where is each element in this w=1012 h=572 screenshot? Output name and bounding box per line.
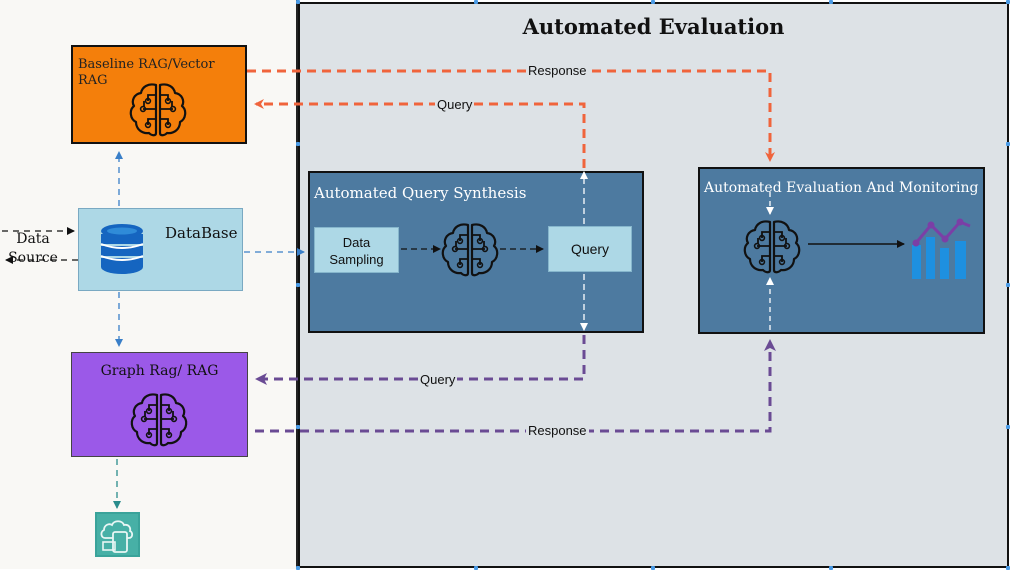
response-bottom-edge xyxy=(255,339,776,433)
selection-handle[interactable] xyxy=(829,0,833,4)
selection-handle[interactable] xyxy=(651,0,655,4)
selection-handle[interactable] xyxy=(296,142,300,146)
database-label: DataBase xyxy=(165,224,238,242)
data-sampling-node[interactable]: Data Sampling xyxy=(314,227,399,273)
query-node[interactable]: Query xyxy=(548,226,632,272)
baseline-brain-icon xyxy=(129,83,187,137)
monitor-brain-icon xyxy=(743,220,801,274)
data-source-label: Data Source xyxy=(8,231,58,266)
selection-handle[interactable] xyxy=(651,566,655,570)
baseline-rag-label: Baseline RAG/Vector RAG xyxy=(78,57,215,88)
evaluation-monitoring-label: Automated Evaluation And Monitoring xyxy=(704,180,979,196)
selection-handle[interactable] xyxy=(1006,566,1010,570)
selection-handle[interactable] xyxy=(296,566,300,570)
query-top-edge xyxy=(254,99,586,168)
cloud-device-icon xyxy=(95,512,140,557)
chart-icon xyxy=(912,218,971,279)
response-top-edge xyxy=(247,69,775,162)
selection-handle[interactable] xyxy=(474,566,478,570)
diagram-title: Automated Evaluation xyxy=(522,14,785,39)
query-bottom-edge xyxy=(255,335,586,385)
selection-handle[interactable] xyxy=(1006,0,1010,4)
query-bottom-label: Query xyxy=(418,372,458,387)
selection-handle[interactable] xyxy=(1006,283,1010,287)
selection-handle[interactable] xyxy=(296,283,300,287)
query-top-label: Query xyxy=(435,97,475,112)
selection-handle[interactable] xyxy=(474,0,478,4)
database-icon xyxy=(100,224,144,274)
selection-handle[interactable] xyxy=(296,425,300,429)
graph-rag-node[interactable]: Graph Rag/ RAG xyxy=(71,352,248,457)
selection-handle[interactable] xyxy=(1006,142,1010,146)
graph-rag-label: Graph Rag/ RAG xyxy=(100,363,219,379)
selection-handle[interactable] xyxy=(829,566,833,570)
synthesis-brain-icon xyxy=(441,223,499,277)
response-top-label: Response xyxy=(526,63,589,78)
response-bottom-label: Response xyxy=(526,423,589,438)
query-synthesis-label: Automated Query Synthesis xyxy=(314,184,527,202)
selection-handle[interactable] xyxy=(296,0,300,4)
graph-brain-icon xyxy=(130,393,188,447)
selection-handle[interactable] xyxy=(1006,425,1010,429)
